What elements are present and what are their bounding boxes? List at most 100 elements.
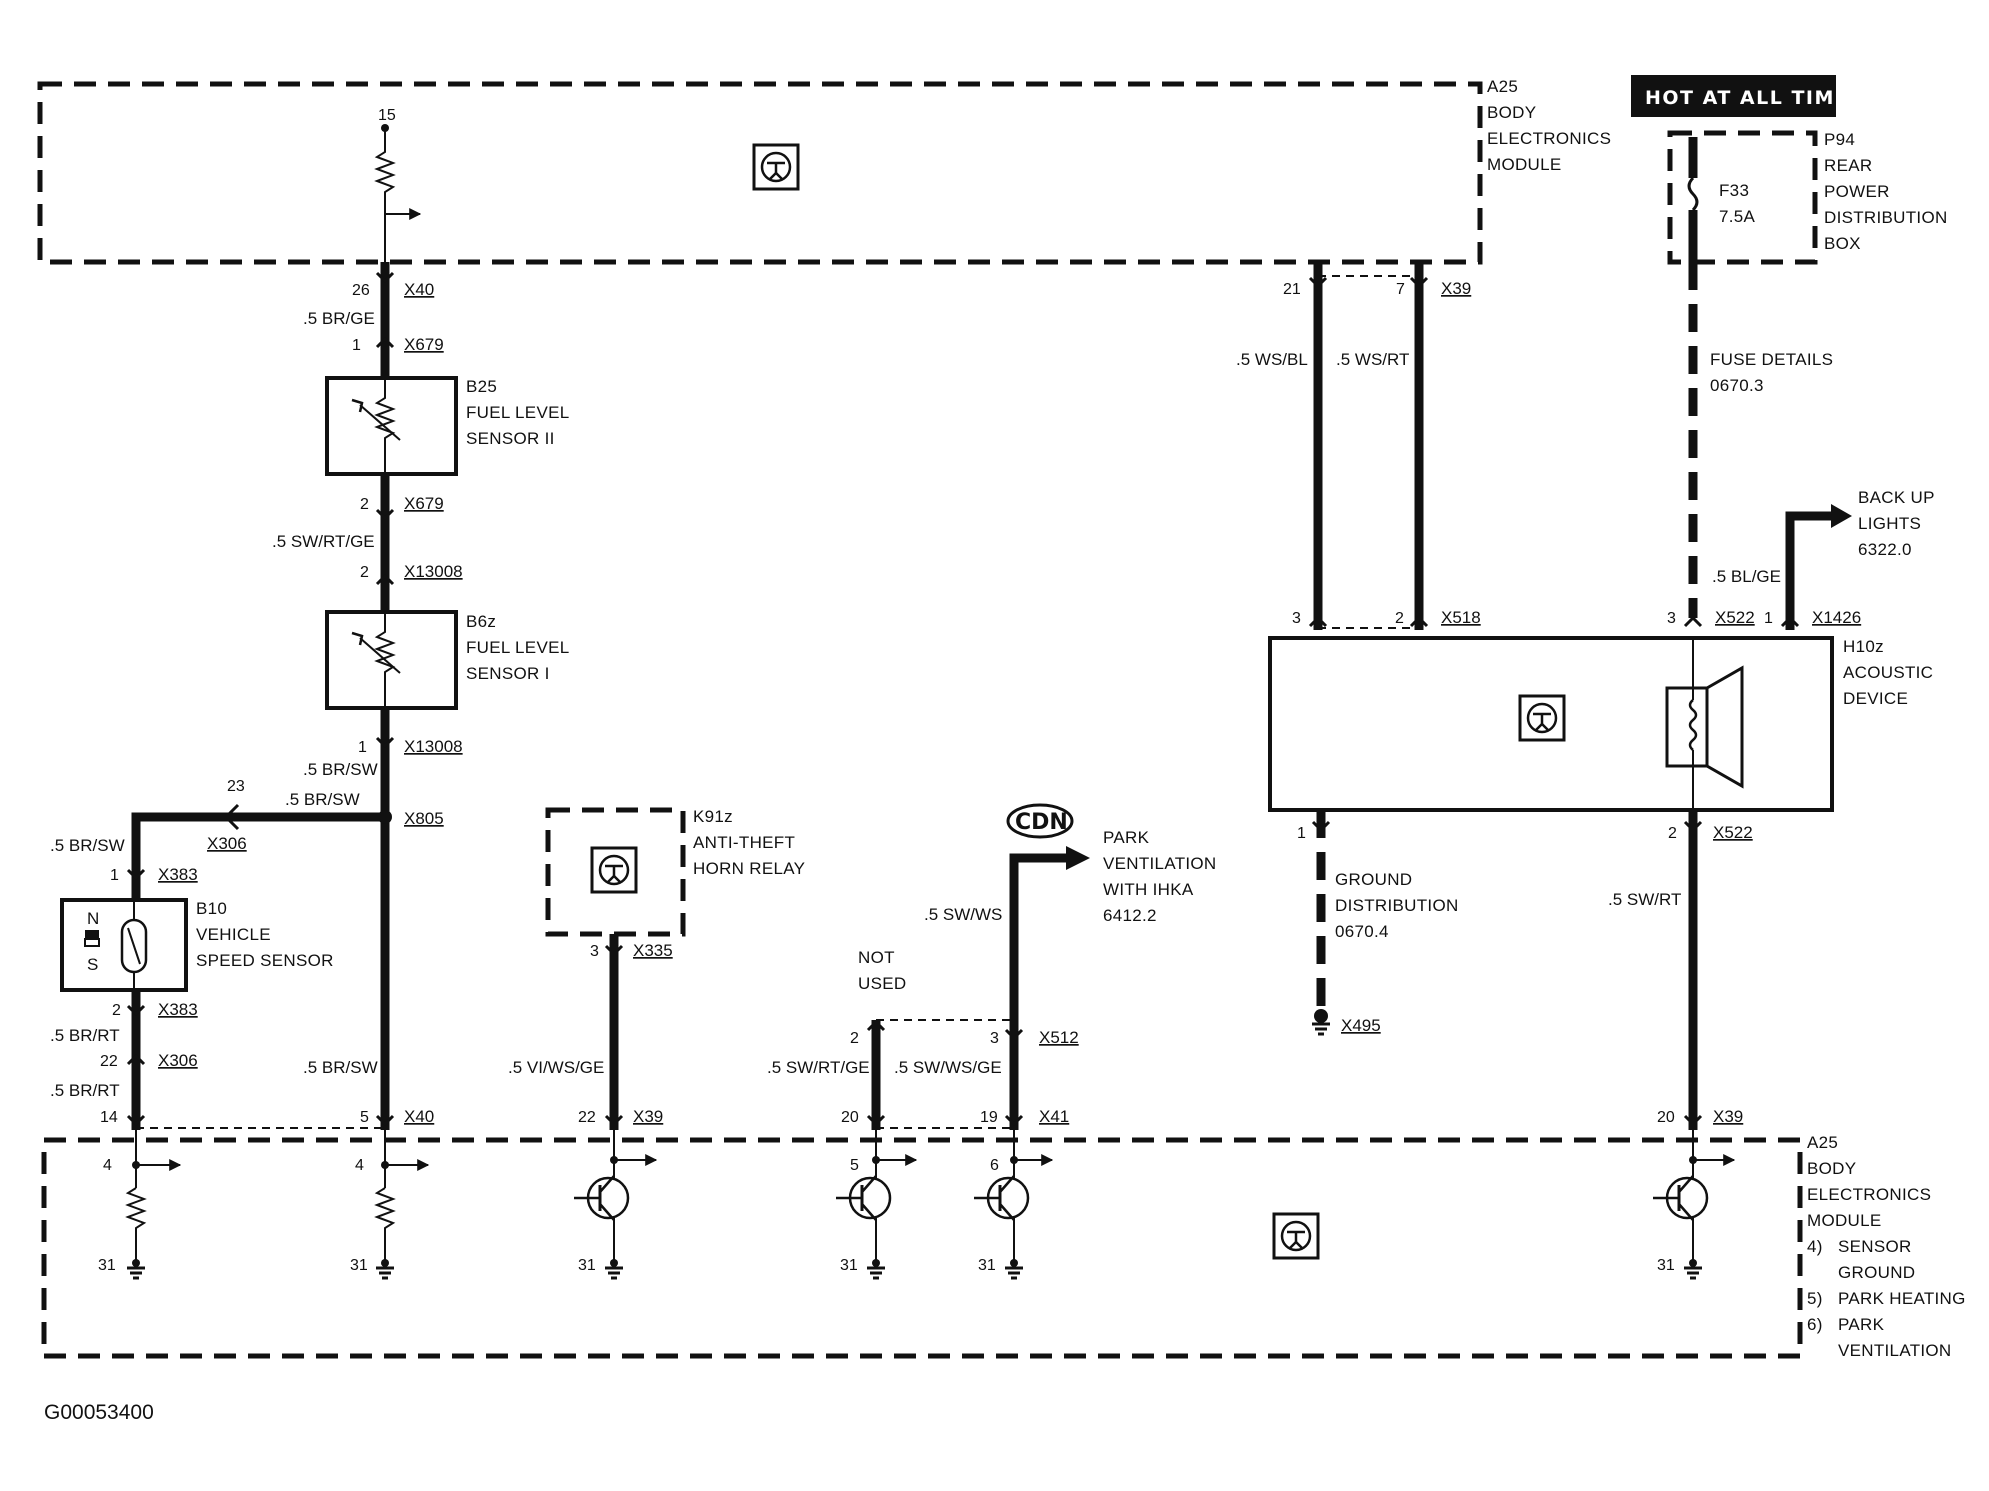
fuse-f33-icon [1687,176,1699,212]
a25-bottom-line1: BODY [1807,1159,1856,1178]
h10z-name: H10z [1843,637,1884,656]
p94-name: P94 [1824,130,1855,149]
b10-s: S [87,955,98,974]
transistor-park-vent-icon [972,1174,1030,1222]
transistor-park-heating-icon [834,1174,892,1222]
b10-line1: VEHICLE [196,925,271,944]
wire-label-w3: .5 BR/SW [303,760,378,779]
pin-2a: 2 [360,496,369,513]
ground-31b-icon [374,1266,396,1280]
a25-note6-line2: VENTILATION [1838,1341,1952,1360]
k91z-line2: HORN RELAY [693,859,805,878]
backup-line2: LIGHTS [1858,514,1921,533]
x13008-b: X13008 [404,737,463,756]
a25-top-name: A25 [1487,77,1518,96]
wire-label-w9: .5 VI/WS/GE [508,1058,604,1077]
x383-b: X383 [158,1000,198,1019]
a25-top-line2: ELECTRONICS [1487,129,1611,148]
a25-note4-num: 4) [1807,1237,1823,1256]
x679-a: X679 [404,335,444,354]
pin-6: 6 [990,1157,999,1174]
pin-22a: 22 [100,1053,118,1070]
cdn-badge [1006,803,1074,839]
wire-backup-lights [1785,511,1833,630]
pin-19: 19 [980,1109,998,1126]
wire-label-w4: .5 BR/SW [285,790,360,809]
x41: X41 [1039,1107,1069,1126]
pin-31a: 31 [98,1257,116,1274]
ground-31c-icon [603,1266,625,1280]
wire-label-w2: .5 SW/RT/GE [272,532,375,551]
h10z-line2: DEVICE [1843,689,1908,708]
backup-line3: 6322.0 [1858,540,1912,559]
wire-label-w5: .5 BR/SW [50,836,125,855]
p94-line4: BOX [1824,234,1861,253]
x495-ground-point [1314,1009,1328,1023]
ground-dist-line1: GROUND [1335,870,1412,889]
wire-label-w15: .5 BL/GE [1712,567,1781,586]
wire-label-w8: .5 BR/SW [303,1058,378,1077]
transistor-acoustic-icon [1651,1174,1709,1222]
pin-31d: 31 [840,1257,858,1274]
x805: X805 [404,809,444,828]
x522-b: X522 [1713,823,1753,842]
a25-note5-line1: PARK HEATING [1838,1289,1966,1308]
pin-1a: 1 [352,337,361,354]
x1426: X1426 [1812,608,1861,627]
k91z-line1: ANTI-THEFT [693,833,795,852]
pin-14: 14 [100,1109,118,1126]
pin-4a: 4 [103,1157,112,1174]
h10z-ecu-icon [1518,694,1566,742]
hot-at-all-times-label: HOT AT ALL TIMES [1645,87,1865,109]
fuse-rating: 7.5A [1719,207,1756,226]
transistor-k91z-icon [572,1174,630,1222]
pin-20b: 20 [1657,1109,1675,1126]
h10z-line1: ACOUSTIC [1843,663,1933,682]
pin-1b: 1 [358,739,367,756]
park-vent-line3: WITH IHKA [1103,880,1194,899]
x679-b: X679 [404,494,444,513]
a25-top-line1: BODY [1487,103,1536,122]
pin-23: 23 [227,778,245,795]
x512: X512 [1039,1028,1079,1047]
x522-a: X522 [1715,608,1755,627]
a25-top-ecu-icon [752,143,800,191]
a25-note4-line1: SENSOR [1838,1237,1912,1256]
b10-magnet-icon [85,930,99,939]
pin-31f: 31 [1657,1257,1675,1274]
wire-label-w10: .5 SW/RT/GE [767,1058,870,1077]
park-vent-line1: PARK [1103,828,1150,847]
b6z-line1: FUEL LEVEL [466,638,569,657]
pin-15: 15 [378,107,396,124]
x335: X335 [633,941,673,960]
x40-top: X40 [404,280,434,299]
wire-label-w12: .5 SW/WS [924,905,1002,924]
b25-variable-arrow [359,404,401,441]
b6z-variable-arrow [359,637,401,674]
pin-2e: 2 [1395,610,1404,627]
ground-31f-icon [1682,1266,1704,1280]
a25-bottom-module-box [41,1137,1803,1359]
ground-dist-line2: DISTRIBUTION [1335,896,1459,915]
diagram-code: G00053400 [44,1401,154,1424]
pin-1e: 1 [1297,825,1306,842]
wire-label-w14: .5 WS/RT [1336,350,1409,369]
pin-3d: 3 [1667,610,1676,627]
pin-22b: 22 [578,1109,596,1126]
pin-31e: 31 [978,1257,996,1274]
a25-sensor-ground-resistor-1 [125,1187,147,1262]
a25-bottom-name: A25 [1807,1133,1838,1152]
not-used-line2: USED [858,974,906,993]
p94-line2: POWER [1824,182,1890,201]
x39-top: X39 [1441,279,1471,298]
b10-box [60,898,188,992]
a25-bottom-line2: ELECTRONICS [1807,1185,1931,1204]
k91z-name: K91z [693,807,733,826]
backup-arrow-icon [1831,504,1852,528]
x495-ground-icon [1310,1022,1332,1036]
park-vent-line4: 6412.2 [1103,906,1157,925]
b25-box [325,376,458,476]
a25-top-module-box [37,81,1483,265]
wire-label-w1: .5 BR/GE [303,309,375,328]
